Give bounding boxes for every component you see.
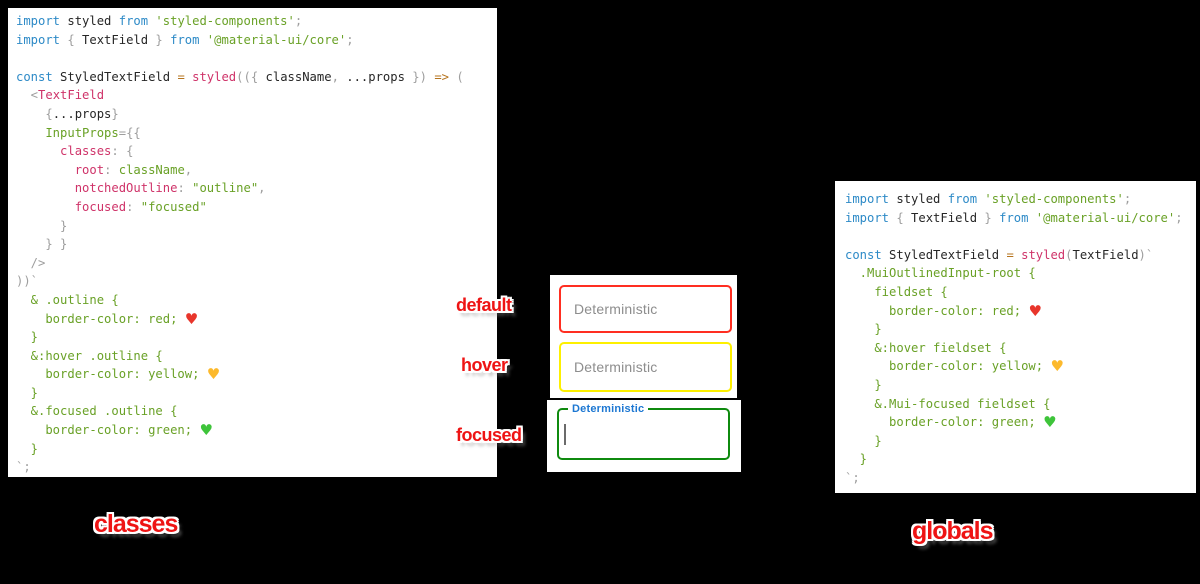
- code-line: border-color: yellow; ♥: [16, 365, 221, 384]
- textfield-focused[interactable]: Deterministic: [557, 403, 730, 460]
- code-line: }: [16, 330, 39, 345]
- heart-icon: ♥: [1050, 357, 1064, 376]
- code-line: &.focused .outline {: [16, 404, 178, 419]
- code-line: [845, 227, 1196, 246]
- code-line: border-color: yellow; ♥: [845, 357, 1064, 376]
- code-line: .MuiOutlinedInput-root {: [845, 266, 1036, 281]
- code-line: focused: "focused": [16, 199, 207, 214]
- code-line: root: className,: [16, 162, 193, 177]
- code-line: import styled from 'styled-components';: [16, 14, 303, 28]
- heart-icon: ♥: [199, 421, 213, 440]
- code-line: `;: [845, 470, 860, 485]
- heart-icon: ♥: [184, 309, 199, 328]
- code-line: }: [845, 433, 882, 448]
- caption-globals: globals: [912, 517, 994, 545]
- annotation-hover: hover: [461, 355, 508, 375]
- code-block-classes: import styled from 'styled-components'; i…: [8, 8, 497, 477]
- heart-icon: ♥: [206, 365, 221, 384]
- code-line: ))`: [16, 274, 39, 289]
- code-line: border-color: green; ♥: [845, 413, 1057, 432]
- code-line: InputProps={{: [16, 125, 141, 140]
- textfield-hover-placeholder: Deterministic: [574, 359, 658, 375]
- code-line: &:hover fieldset {: [845, 340, 1007, 355]
- heart-icon: ♥: [1043, 413, 1057, 432]
- code-line: &.Mui-focused fieldset {: [845, 396, 1051, 411]
- code-line: } }: [16, 237, 68, 252]
- code-line: />: [16, 255, 46, 270]
- code-line: border-color: green; ♥: [16, 421, 213, 440]
- code-line: }: [16, 441, 39, 456]
- code-line: const StyledTextField = styled(({ classN…: [16, 69, 464, 84]
- caption-classes: classes: [94, 510, 178, 538]
- code-line: <TextField: [16, 88, 105, 103]
- code-line: classes: {: [16, 144, 134, 159]
- code-line: }: [845, 452, 868, 467]
- code-line: notchedOutline: "outline",: [16, 181, 266, 196]
- code-line: {...props}: [16, 106, 119, 121]
- annotation-default: default: [456, 295, 512, 315]
- textfield-default[interactable]: Deterministic: [559, 285, 732, 333]
- textfield-default-placeholder: Deterministic: [574, 301, 658, 317]
- code-line: import styled from 'styled-components';: [845, 192, 1132, 206]
- textfield-focused-label: Deterministic: [568, 403, 649, 415]
- code-line: }: [845, 377, 882, 392]
- textfield-focused-panel: Deterministic: [547, 400, 741, 472]
- code-line: `;: [16, 460, 31, 475]
- text-cursor-icon: [564, 424, 566, 445]
- code-line: import { TextField } from '@material-ui/…: [16, 32, 354, 47]
- code-block-globals: import styled from 'styled-components'; i…: [835, 181, 1196, 493]
- textfield-demo-panel: Deterministic Deterministic: [550, 275, 737, 398]
- code-line: & .outline {: [16, 292, 119, 307]
- code-line: border-color: red; ♥: [16, 309, 199, 328]
- textfield-hover[interactable]: Deterministic: [559, 342, 732, 392]
- code-line: [16, 49, 497, 68]
- heart-icon: ♥: [1028, 301, 1042, 320]
- code-line: }: [16, 385, 39, 400]
- annotation-focused: focused: [456, 425, 522, 445]
- code-line: &:hover .outline {: [16, 348, 163, 363]
- code-line: border-color: red; ♥: [845, 301, 1042, 320]
- code-line: }: [16, 218, 68, 233]
- code-line: const StyledTextField = styled(TextField…: [845, 247, 1154, 262]
- code-line: }: [845, 322, 882, 337]
- code-line: fieldset {: [845, 284, 948, 299]
- code-line: import { TextField } from '@material-ui/…: [845, 210, 1183, 225]
